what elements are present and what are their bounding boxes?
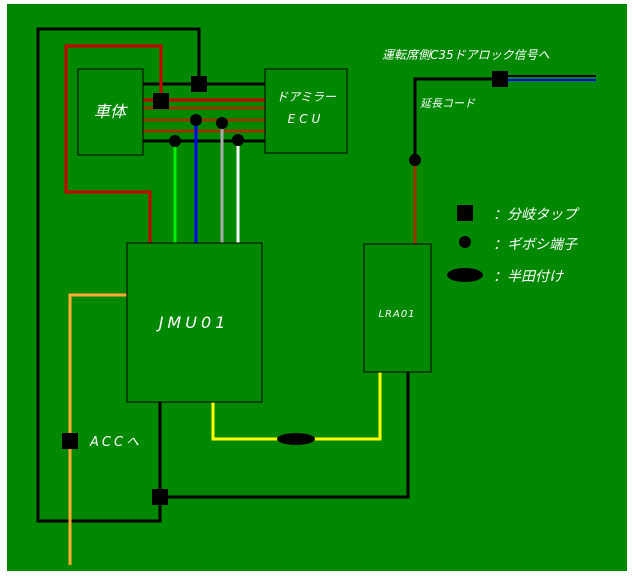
acc-label: ACCへ bbox=[89, 435, 142, 450]
crimp-terminal-extension bbox=[409, 154, 421, 166]
branch-tap-signal bbox=[492, 71, 508, 87]
extension-cord-label: 延長コード bbox=[420, 97, 476, 110]
branch-tap-top bbox=[191, 76, 207, 92]
lra01-label: LRA01 bbox=[378, 309, 415, 320]
branch-tap-ground bbox=[152, 489, 168, 505]
wire-black-ground bbox=[158, 372, 410, 499]
solder-joint bbox=[277, 433, 315, 445]
crimp-terminal-green bbox=[169, 135, 181, 147]
crimp-terminal-blue bbox=[190, 114, 202, 126]
legend-solder-icon bbox=[447, 268, 483, 282]
legend-branch-tap-label: ：分岐タップ bbox=[493, 207, 580, 223]
wire-red bbox=[64, 44, 163, 243]
crimp-terminal-gray bbox=[216, 117, 228, 129]
legend-solder-label: ：半田付け bbox=[493, 269, 564, 285]
branch-tap-red bbox=[153, 93, 169, 109]
wire-orange-acc bbox=[68, 293, 127, 565]
wire-black-outer-loop bbox=[36, 27, 201, 523]
signal-destination-label: 運転席側C35ドアロック信号へ bbox=[382, 48, 550, 62]
legend-crimp-terminal-label: ：ギボシ端子 bbox=[493, 237, 578, 253]
lra01-box bbox=[363, 243, 432, 373]
body-label: 車体 bbox=[94, 102, 128, 121]
legend-crimp-terminal-icon bbox=[459, 236, 471, 248]
crimp-terminal-white bbox=[232, 134, 244, 146]
mirror-ecu-label-line2: ECU bbox=[288, 112, 325, 126]
body-box bbox=[77, 68, 144, 156]
wire-black-extension bbox=[413, 77, 500, 160]
legend: ：分岐タップ ：ギボシ端子 ：半田付け bbox=[447, 205, 580, 285]
legend-branch-tap-icon bbox=[457, 205, 473, 221]
jmu01-box bbox=[126, 242, 263, 403]
mirror-ecu-box bbox=[264, 68, 348, 154]
branch-tap-acc bbox=[62, 433, 78, 449]
jmu01-label: JMU01 bbox=[156, 313, 230, 332]
mirror-ecu-label-line1: ドアミラー bbox=[276, 90, 337, 104]
